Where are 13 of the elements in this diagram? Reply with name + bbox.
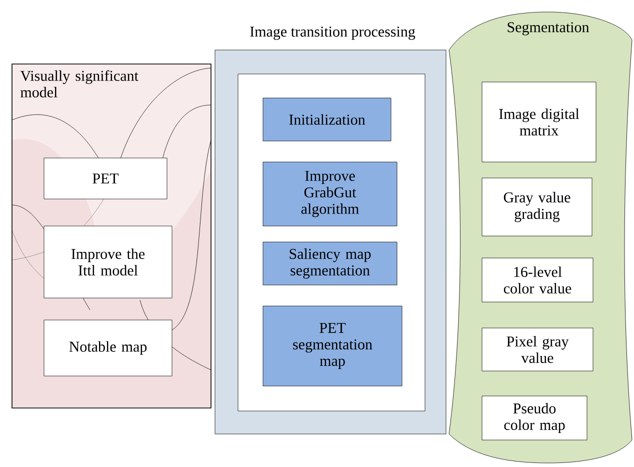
node-label: Image transition processing bbox=[250, 26, 416, 40]
process-box: PET segmentation map bbox=[262, 306, 402, 386]
process-box: Pseudo color map bbox=[482, 396, 588, 440]
process-box: Pixel gray value bbox=[482, 328, 594, 372]
process-box: Improve the Ittl model bbox=[44, 226, 172, 298]
process-box: Image digital matrix bbox=[482, 82, 596, 162]
process-box: Initialization bbox=[262, 98, 392, 142]
process-box: 16-level color value bbox=[482, 258, 594, 302]
process-box: Gray value grading bbox=[482, 178, 592, 236]
process-box: PET bbox=[44, 158, 168, 200]
process-box: Saliency map segmentation bbox=[262, 242, 398, 286]
process-box: Improve GrabGut algorithm bbox=[262, 162, 398, 226]
process-box: Notable map bbox=[44, 320, 172, 376]
